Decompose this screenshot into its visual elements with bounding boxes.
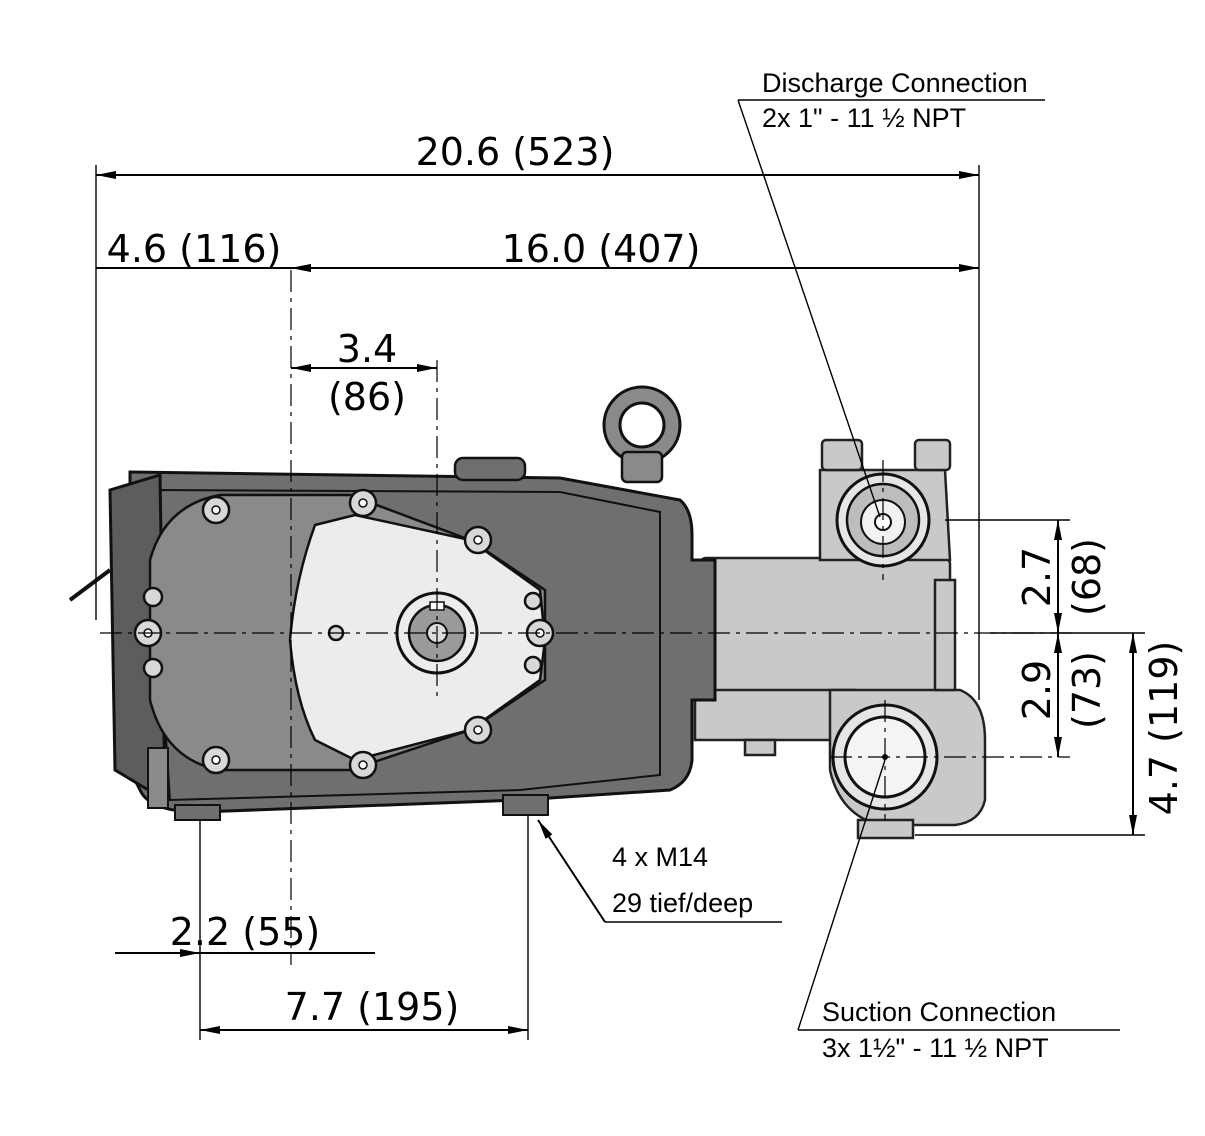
pump-body [68,385,987,840]
note-discharge: Discharge Connection 2x 1" - 11 ½ NPT [737,68,1045,518]
mounting-depth-label: 29 tief/deep [612,888,753,918]
note-suction: Suction Connection 3x 1½" - 11 ½ NPT [797,759,1120,1063]
dim-suction-height-in: 2.9 [1015,660,1059,720]
dim-foot-front-label: 2.2 (55) [170,910,321,954]
dim-suction-height: 2.9 (73) [1015,633,1109,757]
dim-front-offset-label: 4.6 (116) [107,227,282,271]
dim-foot-spacing: 7.7 (195) [200,985,528,1034]
dim-suction-height-mm: (73) [1065,651,1109,729]
dim-discharge-height: 2.7 (68) [1015,520,1109,633]
cover-bolts [133,488,555,780]
discharge-connection-spec: 2x 1" - 11 ½ NPT [762,103,966,133]
dim-shaft-to-end: 16.0 (407) [291,227,979,272]
lifting-eye-icon [602,385,682,484]
dim-front-offset: 4.6 (116) [96,227,330,272]
dim-overall-length-label: 20.6 (523) [416,130,615,174]
dim-foot-spacing-label: 7.7 (195) [285,985,460,1029]
discharge-connection-title: Discharge Connection [762,68,1028,98]
suction-connection-spec: 3x 1½" - 11 ½ NPT [822,1033,1049,1063]
extension-lines [95,165,1145,1040]
dim-discharge-height-mm: (68) [1065,538,1109,616]
dim-shaft-offset: 3.4 (86) [291,327,437,419]
dim-foot-front: 2.2 (55) [115,910,375,957]
dim-shaft-to-end-label: 16.0 (407) [502,227,701,271]
note-mounting: 4 x M14 29 tief/deep [537,819,782,923]
dim-overall-length: 20.6 (523) [96,130,979,179]
suction-connection-title: Suction Connection [822,997,1056,1027]
dim-shaft-offset-mm: (86) [328,375,406,419]
center-lines [100,270,1075,965]
dim-shaft-offset-in: 3.4 [337,327,397,371]
mounting-thread-label: 4 x M14 [612,842,708,872]
dim-suction-total: 4.7 (119) [1129,633,1186,835]
dim-discharge-height-in: 2.7 [1015,547,1059,607]
dim-suction-total-label: 4.7 (119) [1142,641,1186,816]
